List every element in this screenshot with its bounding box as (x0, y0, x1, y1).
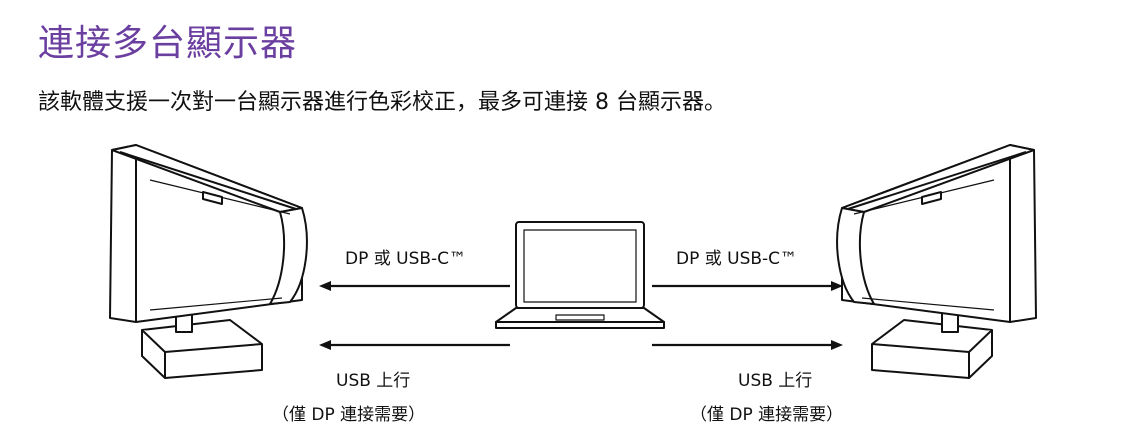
right-usb-label: USB 上行 (738, 371, 813, 391)
page-title: 連接多台顯示器 (38, 23, 298, 64)
left-monitor-icon (109, 144, 308, 379)
right-usb-note: （僅 DP 連接需要） (690, 405, 844, 425)
right-monitor-icon (836, 144, 1037, 379)
left-video-label: DP 或 USB-C™ (345, 249, 467, 269)
page-subtitle: 該軟體支援一次對一台顯示器進行色彩校正，最多可連接 8 台顯示器。 (38, 90, 726, 115)
right-video-label: DP 或 USB-C™ (676, 249, 798, 269)
left-usb-note: （僅 DP 連接需要） (272, 405, 426, 425)
left-usb-label: USB 上行 (336, 371, 411, 391)
laptop-icon (495, 221, 665, 329)
